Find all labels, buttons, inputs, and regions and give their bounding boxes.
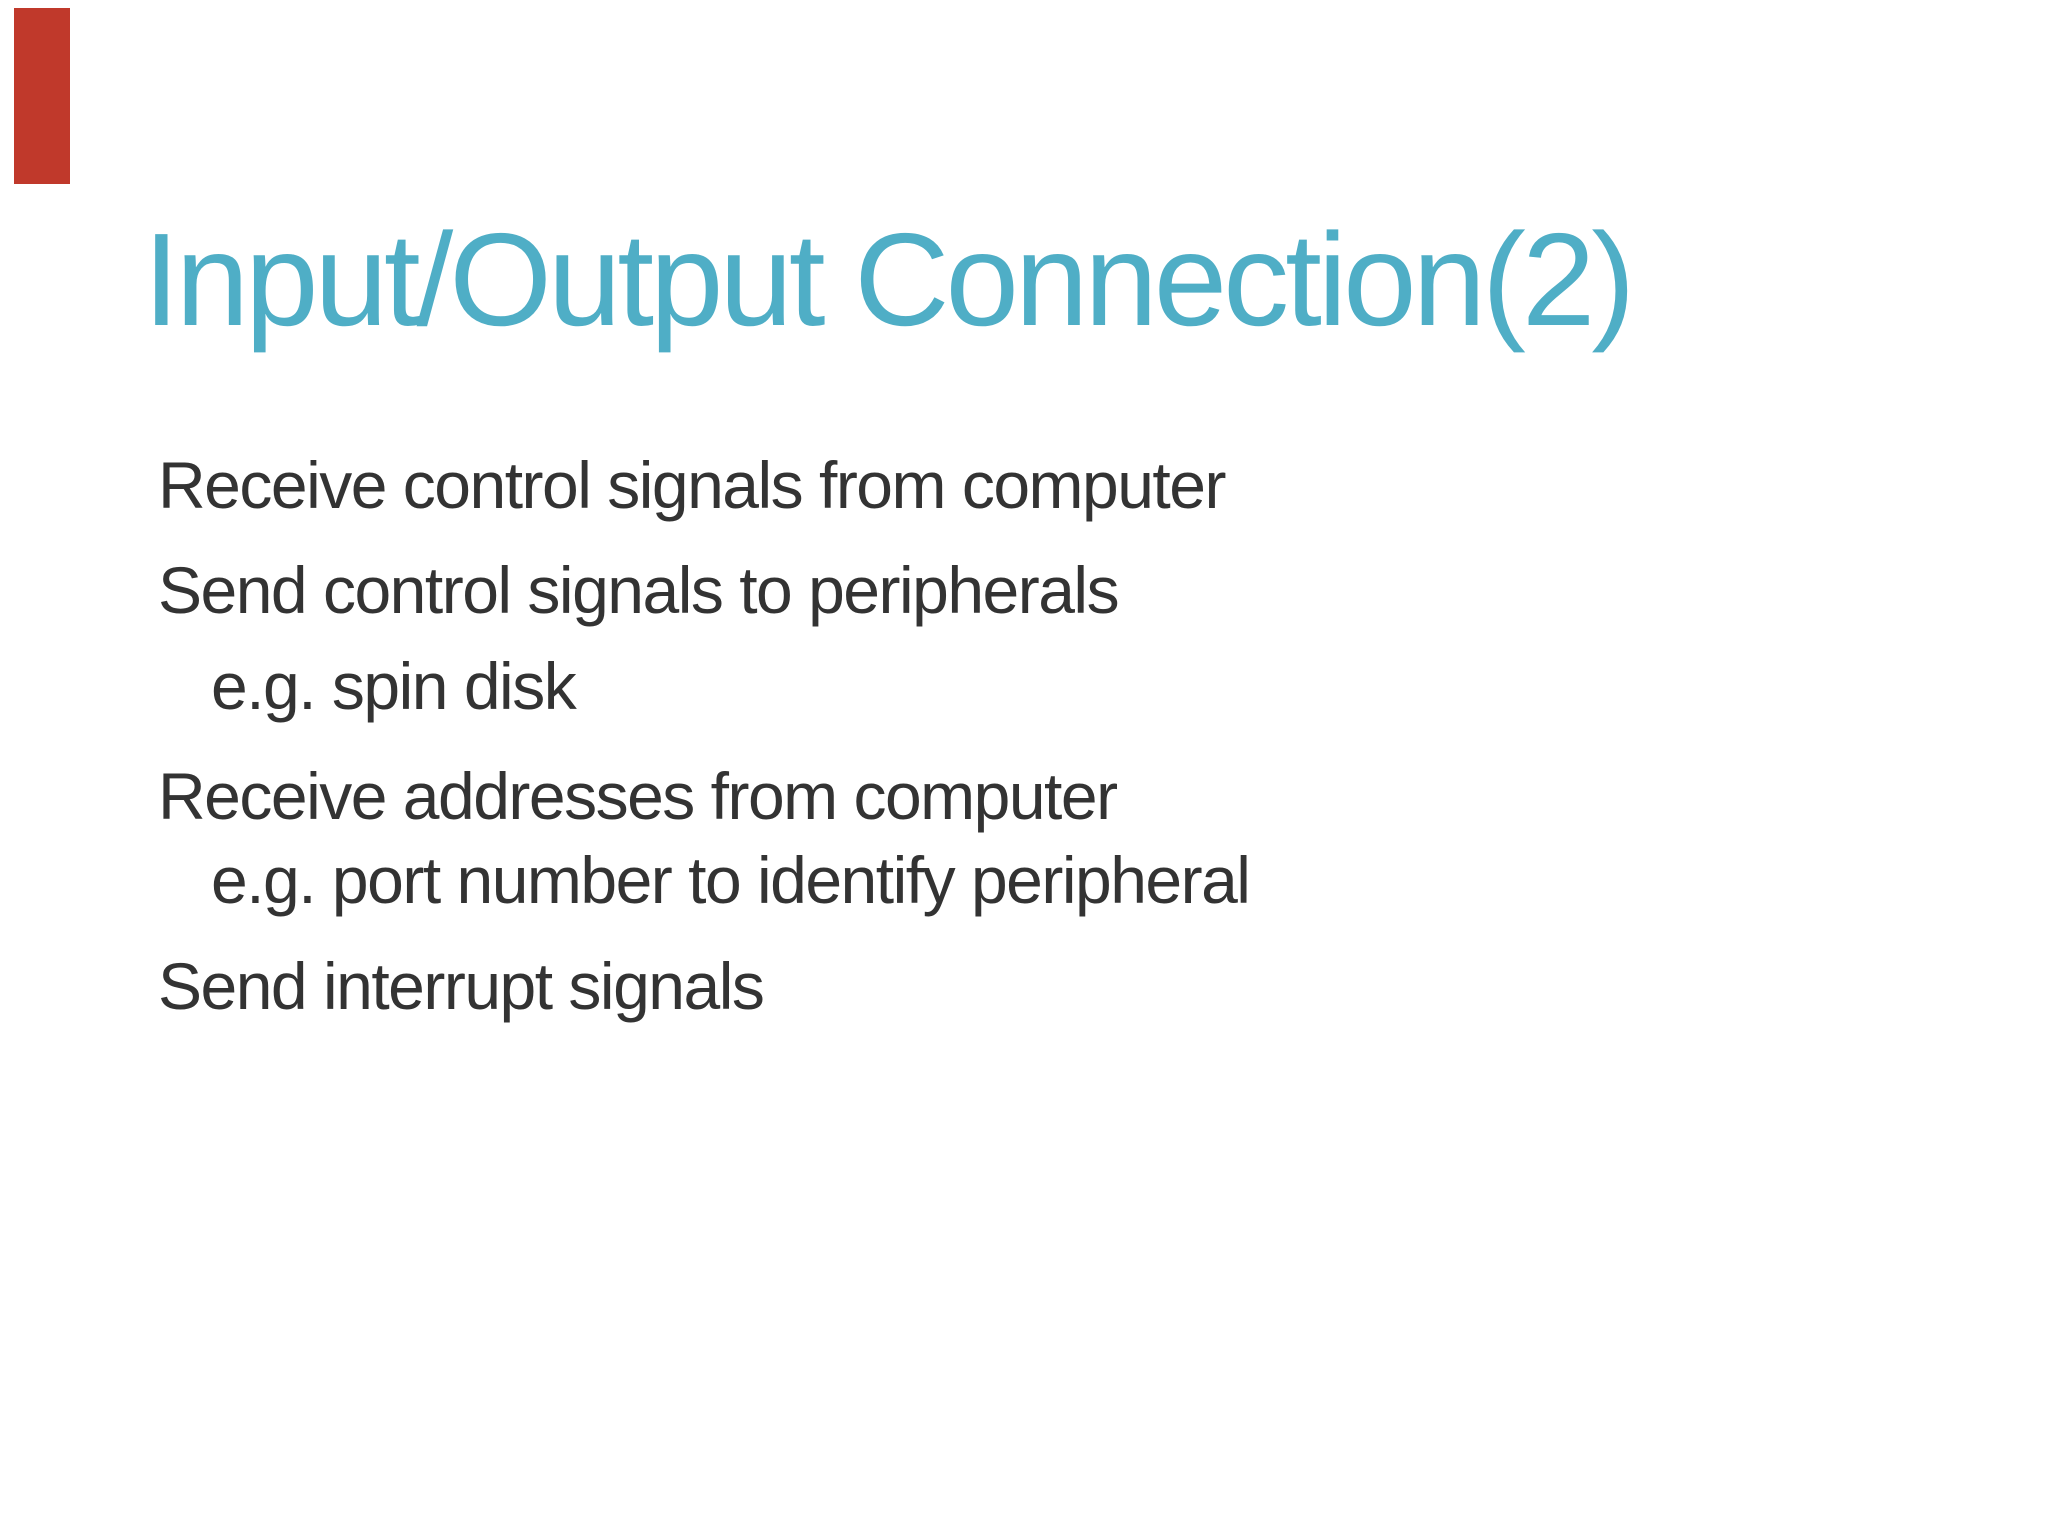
bullet-receive-control-signals: Receive control signals from computer [158,448,1226,522]
bullet-receive-addresses: Receive addresses from computer [158,759,1118,833]
bullet-example-spin-disk: e.g. spin disk [211,649,577,723]
slide-title: Input/Output Connection(2) [143,206,1635,353]
bullet-send-interrupt-signals: Send interrupt signals [158,949,765,1023]
red-accent-bar [14,8,70,184]
bullet-example-port-number: e.g. port number to identify peripheral [211,843,1251,917]
bullet-send-control-signals: Send control signals to peripherals [158,553,1120,627]
